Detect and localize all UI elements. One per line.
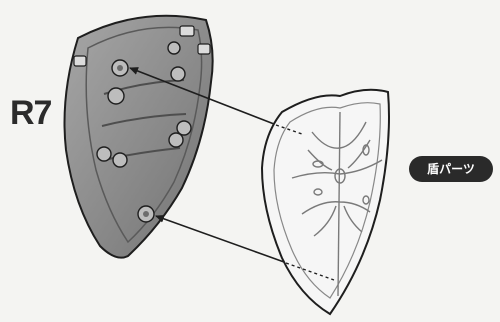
peg — [108, 88, 124, 104]
shield-back-tab-left — [74, 56, 86, 66]
shield-back-frame — [65, 16, 213, 258]
peg — [97, 147, 111, 161]
peg — [169, 133, 183, 147]
shield-back-tab-top — [180, 26, 194, 36]
part-badge: 盾パーツ — [409, 156, 493, 182]
peg — [171, 67, 185, 81]
shield-back-tab-right — [198, 44, 210, 54]
step-label: R7 — [10, 96, 51, 130]
shield-front-plate — [262, 90, 389, 314]
peg — [113, 153, 127, 167]
peg — [177, 121, 191, 135]
peg — [168, 42, 180, 54]
